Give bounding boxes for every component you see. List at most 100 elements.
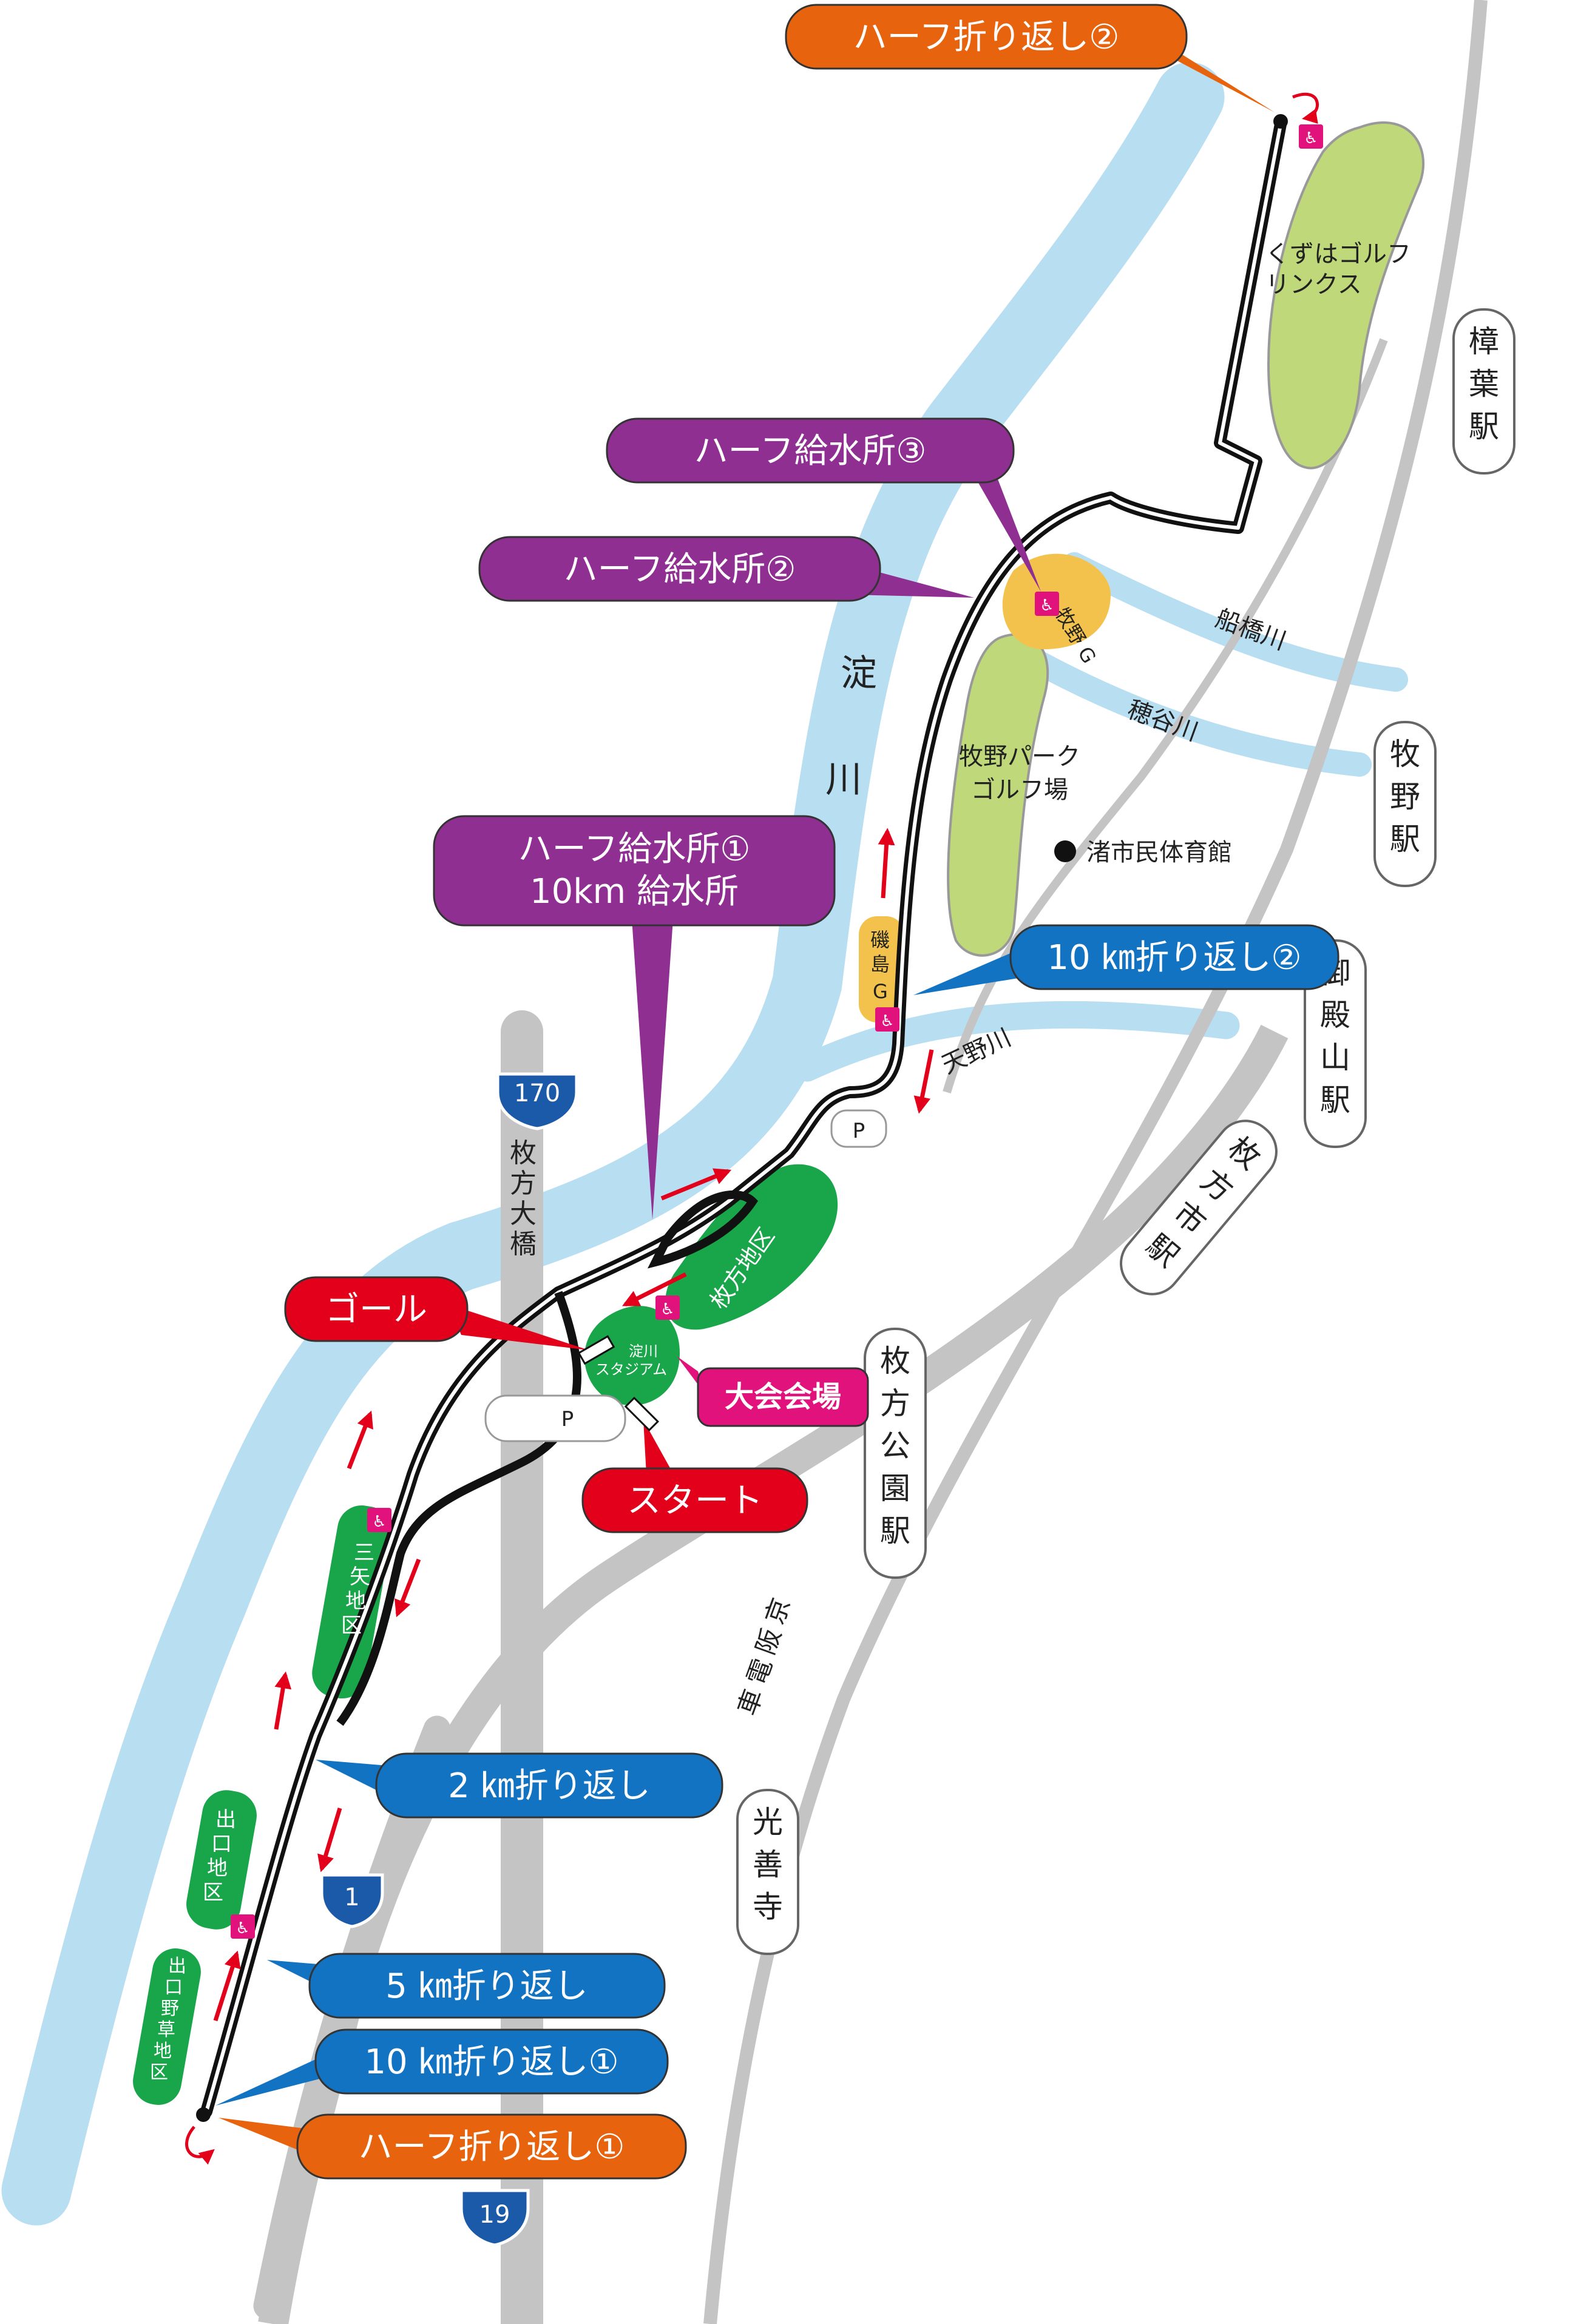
- svg-text:♿: ♿: [880, 1012, 894, 1030]
- keihan-line-label: 京 阪 電 車: [732, 1594, 796, 1719]
- svg-text:♿: ♿: [235, 1919, 249, 1937]
- route-19-label: 19: [479, 2201, 510, 2229]
- svg-text:5 ㎞折り返し: 5 ㎞折り返し: [385, 1967, 588, 2006]
- svg-text:駅: 駅: [1469, 409, 1499, 444]
- station-kozenji: 光 善 寺: [736, 1789, 799, 1955]
- svg-text:地: 地: [345, 1589, 366, 1613]
- station-makino: 牧 野 駅: [1373, 721, 1437, 887]
- svg-text:10 ㎞折り返し①: 10 ㎞折り返し①: [364, 2042, 618, 2082]
- callout-venue: 大会会場: [677, 1356, 869, 1427]
- svg-text:矢: 矢: [350, 1565, 370, 1589]
- callout-10km-turn-2: 10 ㎞折り返し②: [913, 924, 1339, 995]
- svg-text:駅: 駅: [880, 1513, 910, 1549]
- svg-text:10km 給水所: 10km 給水所: [530, 872, 739, 911]
- svg-text:ハーフ折り返し①: ハーフ折り返し①: [359, 2127, 625, 2167]
- toilet-icon: [875, 1007, 899, 1032]
- svg-text:駅: 駅: [1320, 1083, 1350, 1118]
- station-kuzuha: 樟 葉 駅: [1452, 308, 1515, 475]
- isoshima-label-1: 磯: [870, 928, 890, 951]
- parking-south: P: [484, 1394, 626, 1442]
- svg-text:スタート: スタート: [627, 1481, 763, 1521]
- route-170-shield: 170: [496, 1072, 578, 1130]
- callout-10km-turn-1: 10 ㎞折り返し①: [215, 2028, 669, 2106]
- svg-text:阪: 阪: [750, 1624, 787, 1658]
- isoshima-g-area: [859, 916, 904, 1022]
- svg-text:出: 出: [168, 1956, 186, 1977]
- svg-text:ハーフ給水所①: ハーフ給水所①: [518, 829, 751, 869]
- makino-park-label-1: 牧野パーク: [959, 743, 1080, 771]
- arrow-ne-1: [660, 1168, 732, 1201]
- svg-text:駅: 駅: [1390, 822, 1420, 857]
- nagisa-gym-label: 渚市民体育館: [1086, 839, 1232, 866]
- svg-text:電: 電: [741, 1655, 777, 1689]
- svg-text:区: 区: [203, 1880, 223, 1905]
- svg-text:♿: ♿: [660, 1300, 674, 1319]
- svg-text:P: P: [561, 1407, 574, 1431]
- callout-5km-turn: 5 ㎞折り返し: [267, 1953, 666, 2019]
- callout-half-turn-2: ハーフ折り返し②: [785, 4, 1275, 112]
- svg-text:枚: 枚: [510, 1138, 537, 1169]
- arrow-up-1: [878, 828, 895, 899]
- svg-text:寺: 寺: [753, 1890, 783, 1925]
- toilet-icon: [367, 1508, 391, 1532]
- svg-text:♿: ♿: [1304, 129, 1318, 147]
- svg-text:区: 区: [150, 2062, 168, 2083]
- svg-text:園: 園: [880, 1471, 910, 1506]
- makino-park-golf-area: [947, 633, 1049, 957]
- rail-keihan: [703, 0, 1488, 2324]
- hirakata-bridge-label: 枚 方 大 橋: [510, 1138, 537, 1260]
- makino-park-label-2: ゴルフ場: [971, 776, 1068, 804]
- station-hirakatakoen: 枚 方 公 園 駅: [864, 1328, 927, 1579]
- hirakata-district-area: [665, 1164, 838, 1330]
- svg-text:善: 善: [753, 1847, 783, 1882]
- callout-half-turn-1: ハーフ折り返し①: [218, 2113, 687, 2180]
- toilet-icon: [1035, 592, 1059, 616]
- isoshima-label-3: G: [873, 980, 888, 1003]
- callout-2km-turn: 2 ㎞折り返し: [316, 1752, 723, 1819]
- svg-text:大会会場: 大会会場: [725, 1380, 841, 1414]
- deguchi-nokusa-district-label: 出 口 野 草 地 区: [150, 1956, 186, 2083]
- svg-text:光: 光: [753, 1805, 783, 1840]
- svg-text:ハーフ給水所②: ハーフ給水所②: [564, 550, 796, 589]
- arrow-up-4: [213, 1950, 241, 2022]
- funahashi-river-shape: [1062, 552, 1408, 692]
- arrow-down-1: [913, 1049, 934, 1114]
- course-line: [200, 118, 1287, 2118]
- svg-text:三: 三: [354, 1541, 374, 1565]
- svg-text:口: 口: [164, 1977, 183, 1998]
- sanya-district-area: [312, 1505, 392, 1699]
- gym-dot: [1054, 840, 1076, 862]
- svg-text:殿: 殿: [1320, 998, 1350, 1033]
- direction-arrows: [213, 828, 934, 2022]
- deguchi-district-label: 出 口 地 区: [203, 1808, 236, 1905]
- svg-text:橋: 橋: [510, 1229, 537, 1260]
- callout-half-water-2: ハーフ給水所②: [478, 536, 974, 602]
- svg-text:枚: 枚: [880, 1343, 910, 1379]
- start-gate-icon: [624, 1396, 659, 1431]
- hotani-river-shape: [1014, 643, 1372, 777]
- callout-goal: ゴール: [284, 1276, 589, 1350]
- svg-text:ハーフ折り返し②: ハーフ折り返し②: [853, 18, 1120, 57]
- svg-text:2 ㎞折り返し: 2 ㎞折り返し: [448, 1766, 650, 1806]
- svg-text:♿: ♿: [1040, 596, 1054, 615]
- svg-text:出: 出: [215, 1808, 236, 1832]
- station-hirakatashi: 枚 方 市 駅: [1120, 1120, 1278, 1295]
- parking-north: P: [830, 1109, 887, 1148]
- arrow-down-3: [317, 1807, 342, 1873]
- svg-text:ゴール: ゴール: [325, 1290, 427, 1329]
- sanya-district-label: 三 矢 地 区: [341, 1541, 374, 1638]
- svg-text:地: 地: [154, 2041, 172, 2062]
- route-1-shield: 1: [320, 1873, 384, 1928]
- svg-text:牧: 牧: [1390, 737, 1420, 772]
- route-1-label: 1: [344, 1883, 359, 1911]
- svg-text:京: 京: [759, 1594, 796, 1628]
- kuzuha-golf-area: [1267, 121, 1424, 470]
- golf-links-label-1: くずはゴルフ: [1265, 240, 1411, 268]
- svg-text:地: 地: [207, 1856, 228, 1880]
- arrow-up-2: [347, 1410, 373, 1470]
- svg-text:P: P: [853, 1119, 865, 1143]
- svg-text:山: 山: [1320, 1040, 1350, 1075]
- svg-text:公: 公: [880, 1428, 910, 1464]
- yodo-label-1: 淀: [841, 652, 877, 695]
